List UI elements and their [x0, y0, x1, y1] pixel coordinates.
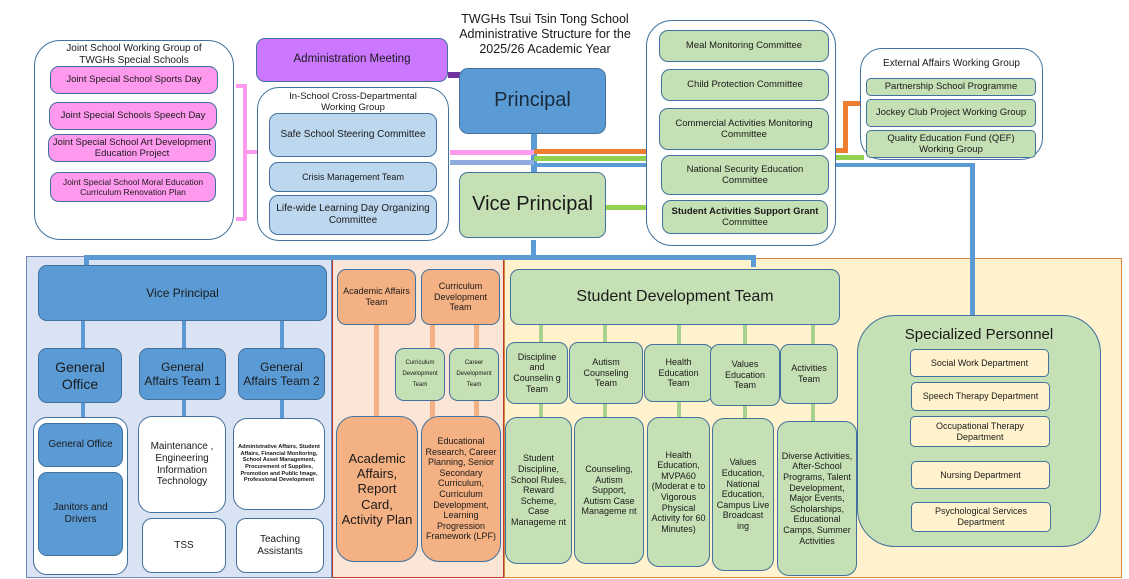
team2-sub[interactable]: Teaching Assistants — [236, 518, 324, 573]
sub-career-development-team[interactable]: Career Development Team — [449, 348, 499, 401]
joint-school-item[interactable]: Joint Special Schools Speech Day — [49, 102, 217, 130]
general-affairs-vice-principal[interactable]: Vice Principal — [38, 265, 327, 321]
cross-dept-item[interactable]: Life-wide Learning Day Organizing Commit… — [269, 195, 437, 235]
general-affairs-team-2[interactable]: General Affairs Team 2 — [238, 348, 325, 400]
specialized-personnel-item[interactable]: Speech Therapy Department — [911, 382, 1050, 411]
specialized-personnel-title: Specialized Personnel — [904, 326, 1054, 343]
connector-line — [84, 255, 89, 267]
cross-dept-group-title: In-School Cross-Departmental Working Gro… — [289, 91, 417, 114]
connector-line — [84, 255, 756, 260]
committee-item[interactable]: Commercial Activities Monitoring Committ… — [659, 108, 829, 150]
connector-line — [534, 163, 646, 167]
student-dev-duties[interactable]: Values Education, National Education, Ca… — [712, 418, 774, 571]
student-dev-subteam[interactable]: Health Education Team — [644, 344, 713, 402]
bracket-line — [246, 150, 258, 154]
committee-item[interactable]: National Security Education Committee — [661, 155, 829, 195]
connector-line — [81, 400, 85, 418]
title-line: 2025/26 Academic Year — [479, 42, 611, 56]
sub-curriculum-development-team[interactable]: Curriculum Development Team — [395, 348, 445, 401]
student-dev-subteam[interactable]: Values Education Team — [710, 344, 780, 406]
academic-affairs-team[interactable]: Academic Affairs Team — [337, 269, 416, 325]
general-office-unit[interactable]: General Office — [38, 423, 123, 467]
student-dev-subteam[interactable]: Activities Team — [780, 344, 838, 404]
title-line: TWGHs Tsui Tsin Tong School — [461, 12, 629, 26]
connector-line — [843, 101, 863, 106]
connector-line — [751, 255, 756, 267]
general-affairs-team-1[interactable]: General Affairs Team 1 — [139, 348, 226, 400]
student-dev-subteam[interactable]: Autism Counseling Team — [569, 342, 643, 404]
team2-duties[interactable]: Administrative Affairs, Student Affairs,… — [233, 418, 325, 510]
committee-item[interactable]: Meal Monitoring Committee — [659, 30, 829, 62]
connector-line — [182, 400, 186, 418]
external-affairs-item[interactable]: Jockey Club Project Working Group — [866, 99, 1036, 127]
student-dev-subteam[interactable]: Discipline and Counselin g Team — [506, 342, 568, 404]
external-affairs-item[interactable]: Quality Education Fund (QEF) Working Gro… — [866, 130, 1036, 158]
external-affairs-item[interactable]: Partnership School Programme — [866, 78, 1036, 96]
curriculum-development-team[interactable]: Curriculum Development Team — [421, 269, 500, 325]
joint-school-item[interactable]: Joint Special School Moral Education Cur… — [50, 172, 216, 202]
cross-dept-item[interactable]: Safe School Steering Committee — [269, 113, 437, 157]
cross-dept-item[interactable]: Crisis Management Team — [269, 162, 437, 192]
title-line: Administrative Structure for the — [459, 27, 631, 41]
bracket-line — [236, 217, 246, 221]
joint-school-item[interactable]: Joint Special School Sports Day — [50, 66, 218, 94]
connector-line — [280, 318, 284, 350]
team1-sub[interactable]: TSS — [142, 518, 226, 573]
administration-meeting[interactable]: Administration Meeting — [256, 38, 448, 82]
connector-line — [182, 318, 186, 350]
connector-line — [450, 150, 534, 155]
connector-line — [534, 156, 646, 161]
committee-item-bold: Student Activities Support Grant — [671, 205, 819, 217]
curriculum-duties[interactable]: Educational Research, Career Planning, S… — [421, 416, 501, 562]
specialized-personnel-item[interactable]: Psychological Services Department — [911, 502, 1051, 532]
principal-box[interactable]: Principal — [459, 68, 606, 134]
bracket-line — [243, 84, 247, 220]
specialized-personnel-item[interactable]: Occupational Therapy Department — [910, 416, 1050, 447]
connector-line — [374, 322, 379, 418]
specialized-personnel-item[interactable]: Social Work Department — [910, 349, 1049, 377]
connector-line — [970, 163, 975, 321]
team1-duties[interactable]: Maintenance , Engineering Information Te… — [138, 416, 226, 513]
connector-line — [531, 240, 536, 257]
specialized-personnel-item[interactable]: Nursing Department — [911, 461, 1050, 489]
connector-line — [836, 148, 848, 153]
student-development-team[interactable]: Student Development Team — [510, 269, 840, 325]
connector-line — [280, 400, 284, 420]
page-title: TWGHs Tsui Tsin Tong School Administrati… — [440, 12, 650, 57]
connector-line — [81, 318, 85, 350]
external-affairs-title: External Affairs Working Group — [883, 58, 1020, 69]
committee-item-rest: Committee — [722, 217, 768, 228]
bracket-line — [236, 84, 246, 88]
student-dev-duties[interactable]: Diverse Activities, After-School Program… — [777, 421, 857, 576]
academic-duties[interactable]: Academic Affairs, Report Card, Activity … — [336, 416, 418, 562]
student-dev-duties[interactable]: Counseling, Autism Support, Autism Case … — [574, 417, 644, 564]
joint-school-group-title: Joint School Working Group of TWGHs Spec… — [66, 43, 202, 66]
student-dev-duties[interactable]: Student Discipline, School Rules, Reward… — [505, 417, 572, 564]
vice-principal-box[interactable]: Vice Principal — [459, 172, 606, 238]
connector-line — [836, 163, 974, 167]
connector-line — [450, 160, 534, 165]
committee-item[interactable]: Child Protection Committee — [661, 69, 829, 101]
student-dev-duties[interactable]: Health Education, MVPA60 (Moderat e to V… — [647, 417, 710, 567]
joint-school-item[interactable]: Joint Special School Art Development Edu… — [48, 134, 216, 162]
connector-line — [843, 101, 848, 153]
connector-line — [592, 205, 646, 210]
committee-item[interactable]: Student Activities Support Grant Committ… — [662, 200, 828, 234]
general-office-unit[interactable]: Janitors and Drivers — [38, 472, 123, 556]
connector-line — [448, 72, 460, 78]
connector-line — [836, 155, 864, 160]
general-office-box[interactable]: General Office — [38, 348, 122, 403]
connector-line — [534, 149, 646, 154]
